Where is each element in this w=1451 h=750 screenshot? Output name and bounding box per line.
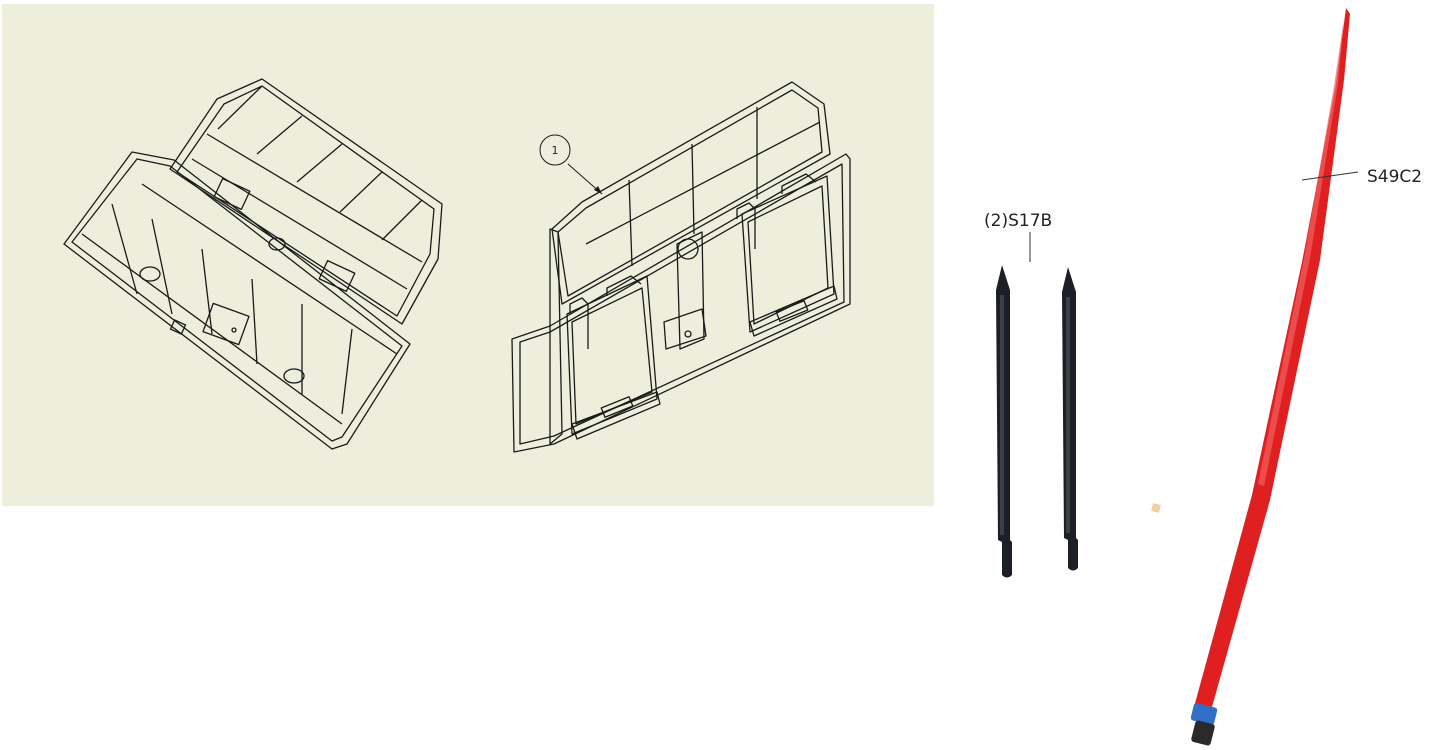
frame-back-view — [63, 78, 443, 450]
short-tine-left — [996, 265, 1012, 578]
balloon-number: 1 — [552, 144, 559, 157]
long-tine — [1151, 8, 1350, 707]
long-tine-label: S49C2 — [1367, 167, 1422, 187]
short-tine-right — [1062, 267, 1078, 571]
drawing-canvas: 1 — [63, 78, 851, 453]
frame-front-view — [511, 81, 851, 453]
balloon-callout — [539, 134, 571, 166]
warning-decal — [1151, 503, 1161, 513]
parts-canvas: (2)S17B S49C2 — [984, 8, 1422, 746]
short-tines-label: (2)S17B — [984, 211, 1052, 231]
technical-drawing-panel: 1 — [2, 4, 934, 506]
long-tine-collar — [1190, 703, 1218, 746]
parts-photo-area: (2)S17B S49C2 — [940, 0, 1451, 750]
long-tine-leader — [1301, 171, 1359, 181]
